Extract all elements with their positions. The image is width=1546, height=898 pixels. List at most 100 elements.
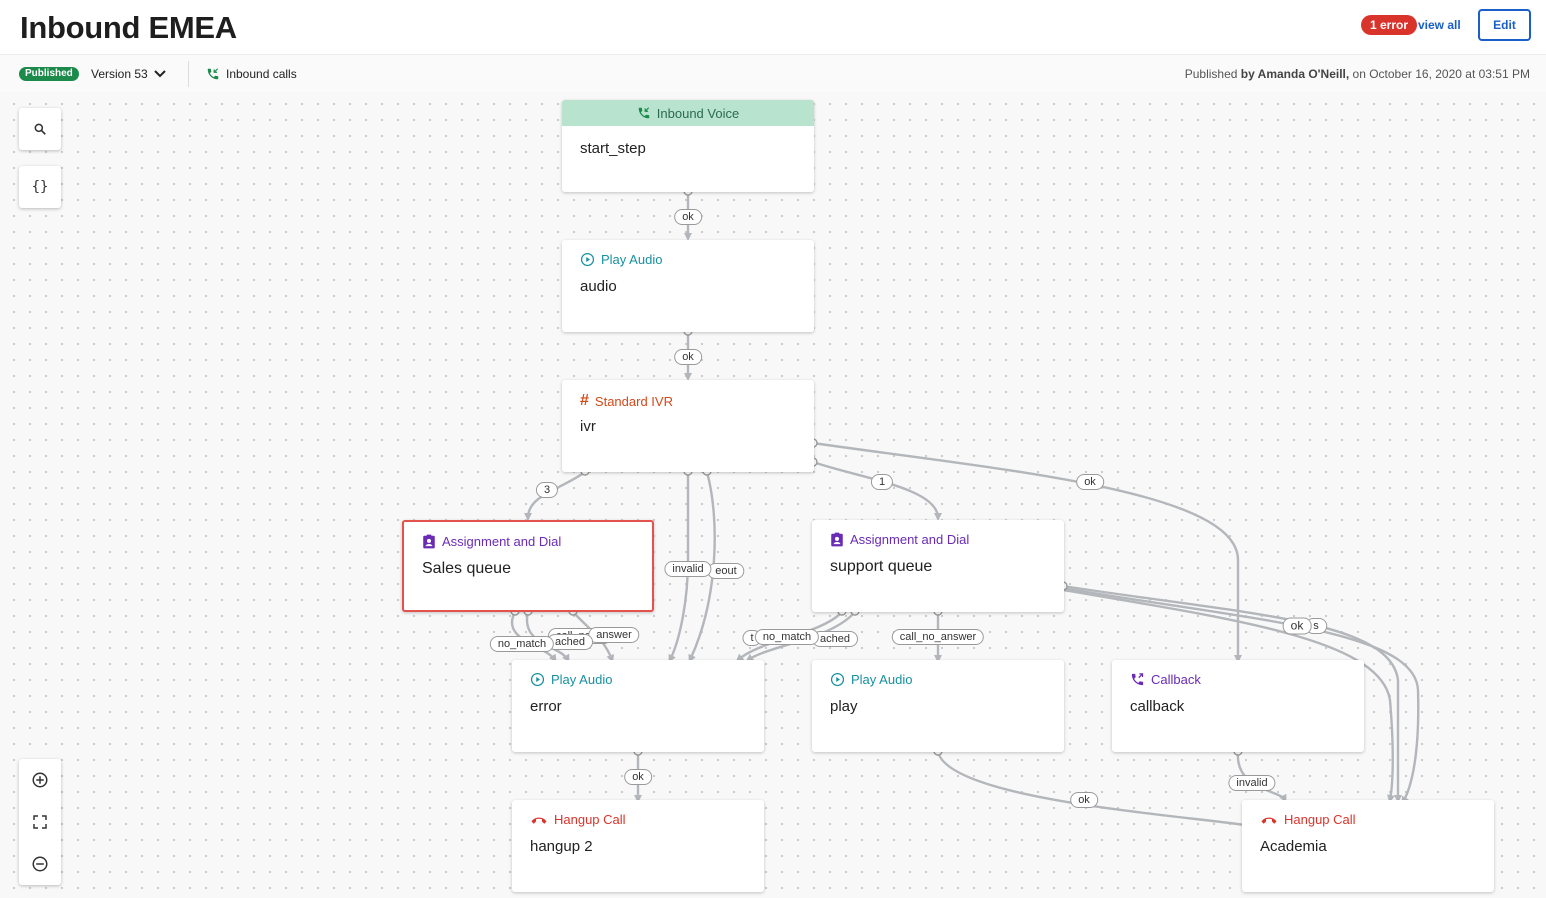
edge-label[interactable]: 1: [870, 474, 894, 490]
node-type-row: Hangup Call: [530, 812, 626, 827]
node-support-queue[interactable]: Assignment and Dial support queue: [812, 520, 1064, 612]
published-info: Published by Amanda O'Neill, on October …: [1184, 67, 1530, 81]
inbound-call-icon: [638, 107, 650, 119]
page-header: Inbound EMEA 1 error view all Edit Publi…: [0, 0, 1546, 92]
node-name: Sales queue: [422, 560, 511, 577]
node-name: Academia: [1260, 838, 1327, 855]
divider: [188, 61, 189, 87]
hangup-icon: [1261, 817, 1277, 824]
braces-icon: {}: [31, 179, 49, 195]
node-type-row: Play Audio: [530, 672, 612, 687]
node-ivr[interactable]: # Standard IVR ivr: [562, 380, 814, 472]
edge-ivr-error-timeout: [688, 471, 716, 663]
node-type-row: Assignment and Dial: [422, 534, 561, 549]
hangup-icon: [531, 817, 547, 824]
fit-view-button[interactable]: [19, 801, 61, 843]
edge-ivr-callback: [812, 441, 1242, 663]
edge-label[interactable]: eout: [707, 563, 745, 579]
node-name: ivr: [580, 418, 596, 435]
node-type-row: # Standard IVR: [580, 392, 673, 410]
edge-label[interactable]: 3: [535, 482, 559, 498]
edge-label[interactable]: ached: [547, 634, 593, 650]
node-academia[interactable]: Hangup Call Academia: [1242, 800, 1494, 892]
assignment-icon: [831, 532, 843, 547]
edge-label[interactable]: invalid: [664, 561, 712, 577]
search-button[interactable]: [19, 108, 61, 150]
zoom-out-button[interactable]: [19, 843, 61, 885]
node-name: play: [830, 698, 858, 715]
version-selector[interactable]: Version 53: [91, 67, 166, 81]
node-audio[interactable]: Play Audio audio: [562, 240, 814, 332]
edge-support-academia-2: [1062, 586, 1420, 805]
node-name: hangup 2: [530, 838, 593, 855]
status-badge: Published: [19, 67, 79, 81]
node-type: Play Audio: [851, 672, 913, 687]
node-type-row: Hangup Call: [1260, 812, 1356, 827]
edge-label[interactable]: no_match: [754, 629, 820, 645]
assignment-icon: [423, 534, 435, 549]
zoom-out-icon: [32, 856, 48, 872]
fit-view-icon: [33, 815, 47, 829]
node-name: start_step: [580, 140, 646, 157]
node-type: Play Audio: [601, 252, 663, 267]
edge-label[interactable]: ok: [1076, 474, 1104, 490]
edge-label[interactable]: ok: [1282, 617, 1312, 635]
node-name: error: [530, 698, 562, 715]
node-type: Assignment and Dial: [442, 534, 562, 549]
node-type-row: Callback: [1130, 672, 1201, 687]
edge-label[interactable]: ok: [674, 349, 702, 365]
edge-label[interactable]: call_no_answer: [891, 629, 985, 645]
edge-label[interactable]: no_match: [489, 636, 555, 652]
hash-icon: #: [580, 392, 589, 409]
flow-type-label: Inbound calls: [226, 67, 297, 81]
edit-button[interactable]: Edit: [1478, 9, 1531, 41]
inbound-call-icon: [207, 68, 219, 80]
node-type: Hangup Call: [1284, 812, 1356, 827]
node-name: support queue: [830, 558, 933, 575]
edge-label[interactable]: answer: [588, 627, 640, 643]
view-all-link[interactable]: view all: [1418, 18, 1461, 32]
node-play[interactable]: Play Audio play: [812, 660, 1064, 752]
play-circle-icon: [580, 252, 595, 267]
edge-label[interactable]: invalid: [1228, 775, 1276, 791]
node-hangup-2[interactable]: Hangup Call hangup 2: [512, 800, 764, 892]
play-circle-icon: [530, 672, 545, 687]
variables-button[interactable]: {}: [19, 166, 61, 208]
node-type-row: Play Audio: [580, 252, 662, 267]
node-name: audio: [580, 278, 617, 295]
zoom-controls: [19, 759, 61, 885]
node-header: Inbound Voice: [562, 100, 814, 126]
edge-label[interactable]: ok: [1070, 792, 1098, 808]
flow-type: Inbound calls: [206, 67, 297, 81]
play-circle-icon: [830, 672, 845, 687]
node-name: callback: [1130, 698, 1185, 715]
node-type: Callback: [1151, 672, 1201, 687]
node-type: Assignment and Dial: [850, 532, 970, 547]
node-type: Play Audio: [551, 672, 613, 687]
page-title: Inbound EMEA: [20, 10, 237, 45]
edge-support-academia-3: [1062, 588, 1395, 803]
edge-play-academia: [936, 751, 1255, 830]
zoom-in-button[interactable]: [19, 759, 61, 801]
edge-label[interactable]: ok: [674, 209, 702, 225]
flow-canvas[interactable]: [0, 92, 1546, 898]
edge-label[interactable]: ached: [812, 631, 858, 647]
node-type: Hangup Call: [554, 812, 626, 827]
node-type-row: Play Audio: [830, 672, 912, 687]
search-icon: [34, 123, 46, 135]
error-badge[interactable]: 1 error: [1361, 15, 1418, 35]
node-type-row: Assignment and Dial: [830, 532, 969, 547]
chevron-down-icon: [154, 70, 166, 78]
node-start-step[interactable]: Inbound Voice start_step: [562, 100, 814, 192]
node-error[interactable]: Play Audio error: [512, 660, 764, 752]
edge-label[interactable]: ok: [624, 769, 652, 785]
edge-ivr-support: [812, 460, 942, 521]
node-type: Inbound Voice: [656, 105, 740, 121]
version-label: Version 53: [91, 67, 148, 81]
node-sales-queue[interactable]: Assignment and Dial Sales queue: [402, 520, 654, 612]
node-callback[interactable]: Callback callback: [1112, 660, 1364, 752]
zoom-in-icon: [32, 772, 48, 788]
callback-icon: [1131, 673, 1144, 686]
node-type: Standard IVR: [594, 393, 673, 409]
